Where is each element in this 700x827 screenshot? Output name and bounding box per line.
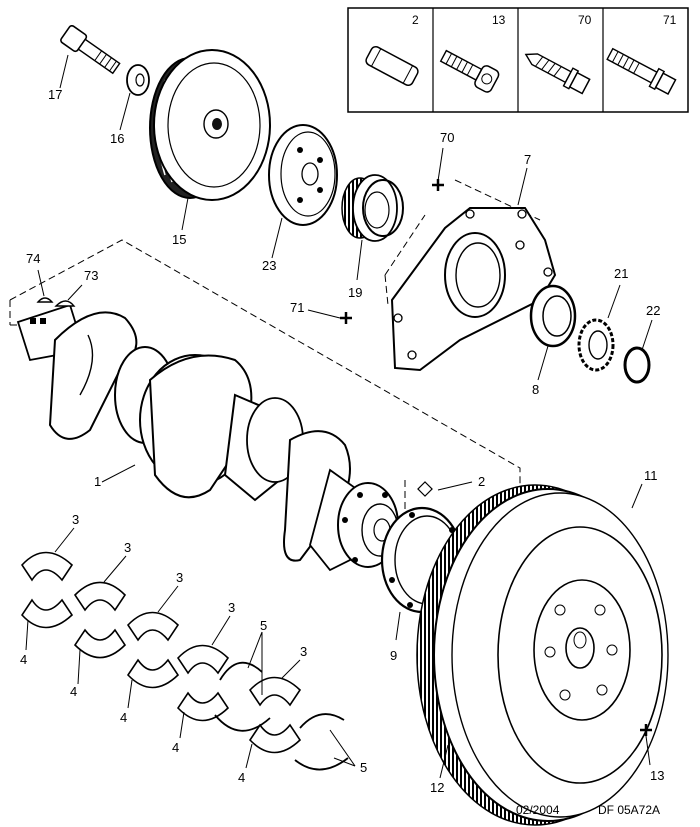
- callout-8: 8: [532, 382, 539, 397]
- callout-13: 13: [650, 768, 664, 783]
- target-wheel: [577, 318, 615, 372]
- callout-3-c: 3: [176, 570, 183, 585]
- callout-11: 11: [644, 468, 658, 483]
- callout-21: 21: [614, 266, 628, 281]
- callout-16: 16: [110, 131, 124, 146]
- dual-mass-flywheel: [416, 484, 669, 826]
- callout-23: 23: [262, 258, 276, 273]
- timing-sprocket: [341, 174, 398, 242]
- legend-label-70: 70: [578, 13, 592, 27]
- callout-22: 22: [646, 303, 660, 318]
- pulley-bolt: [60, 24, 121, 75]
- legend-label-2: 2: [412, 13, 419, 27]
- callout-70: 70: [440, 130, 454, 145]
- dowel-pin-marker: [417, 481, 433, 497]
- torx-bolt-icon: [439, 49, 500, 93]
- hex-bolt-icon: [606, 47, 677, 95]
- spacer-ring: [362, 179, 404, 237]
- fastener-legend-box: 2 13 70 71: [347, 7, 689, 113]
- crankshaft: [16, 303, 399, 572]
- callout-74: 74: [26, 251, 40, 266]
- damper-pulley: [149, 49, 271, 201]
- pulley-washer: [126, 64, 150, 96]
- woodruff-keys: [36, 297, 76, 307]
- callout-3-a: 3: [72, 512, 79, 527]
- callout-17: 17: [48, 87, 62, 102]
- leader-lines: [25, 54, 653, 779]
- callout-15: 15: [172, 232, 186, 247]
- callout-5-b: 5: [360, 760, 367, 775]
- thrust-washers: [214, 661, 349, 771]
- tapping-screw-icon: [524, 53, 591, 95]
- callout-71: 71: [290, 300, 304, 315]
- callout-5-a: 5: [260, 618, 267, 633]
- callout-4-c: 4: [120, 710, 127, 725]
- callout-3-b: 3: [124, 540, 131, 555]
- callout-4-d: 4: [172, 740, 179, 755]
- callout-7: 7: [524, 152, 531, 167]
- callout-73: 73: [84, 268, 98, 283]
- callout-9: 9: [390, 648, 397, 663]
- dowel-pin-icon: [365, 45, 419, 87]
- callout-2: 2: [478, 474, 485, 489]
- legend-label-71: 71: [663, 13, 677, 27]
- main-bearing-shells: [20, 551, 302, 754]
- footer-code: DF 05A72A: [598, 803, 660, 817]
- footer-date: 02/2004: [516, 803, 560, 817]
- callout-1: 1: [94, 474, 101, 489]
- pulley-hub-flange: [268, 124, 338, 226]
- front-seal-housing: [390, 207, 557, 372]
- callout-4-e: 4: [238, 770, 245, 785]
- legend-label-13: 13: [492, 13, 506, 27]
- callout-19: 19: [348, 285, 362, 300]
- crankshaft-oil-seal-front: [529, 284, 577, 348]
- callout-4-a: 4: [20, 652, 27, 667]
- callout-12: 12: [430, 780, 444, 795]
- circlip: [623, 346, 651, 384]
- callout-3-d: 3: [228, 600, 235, 615]
- callout-3-e: 3: [300, 644, 307, 659]
- callout-numbers: 17 16 15 23 19 70 7 71 21 22 8 74 73 1 2…: [20, 87, 664, 795]
- callout-4-b: 4: [70, 684, 77, 699]
